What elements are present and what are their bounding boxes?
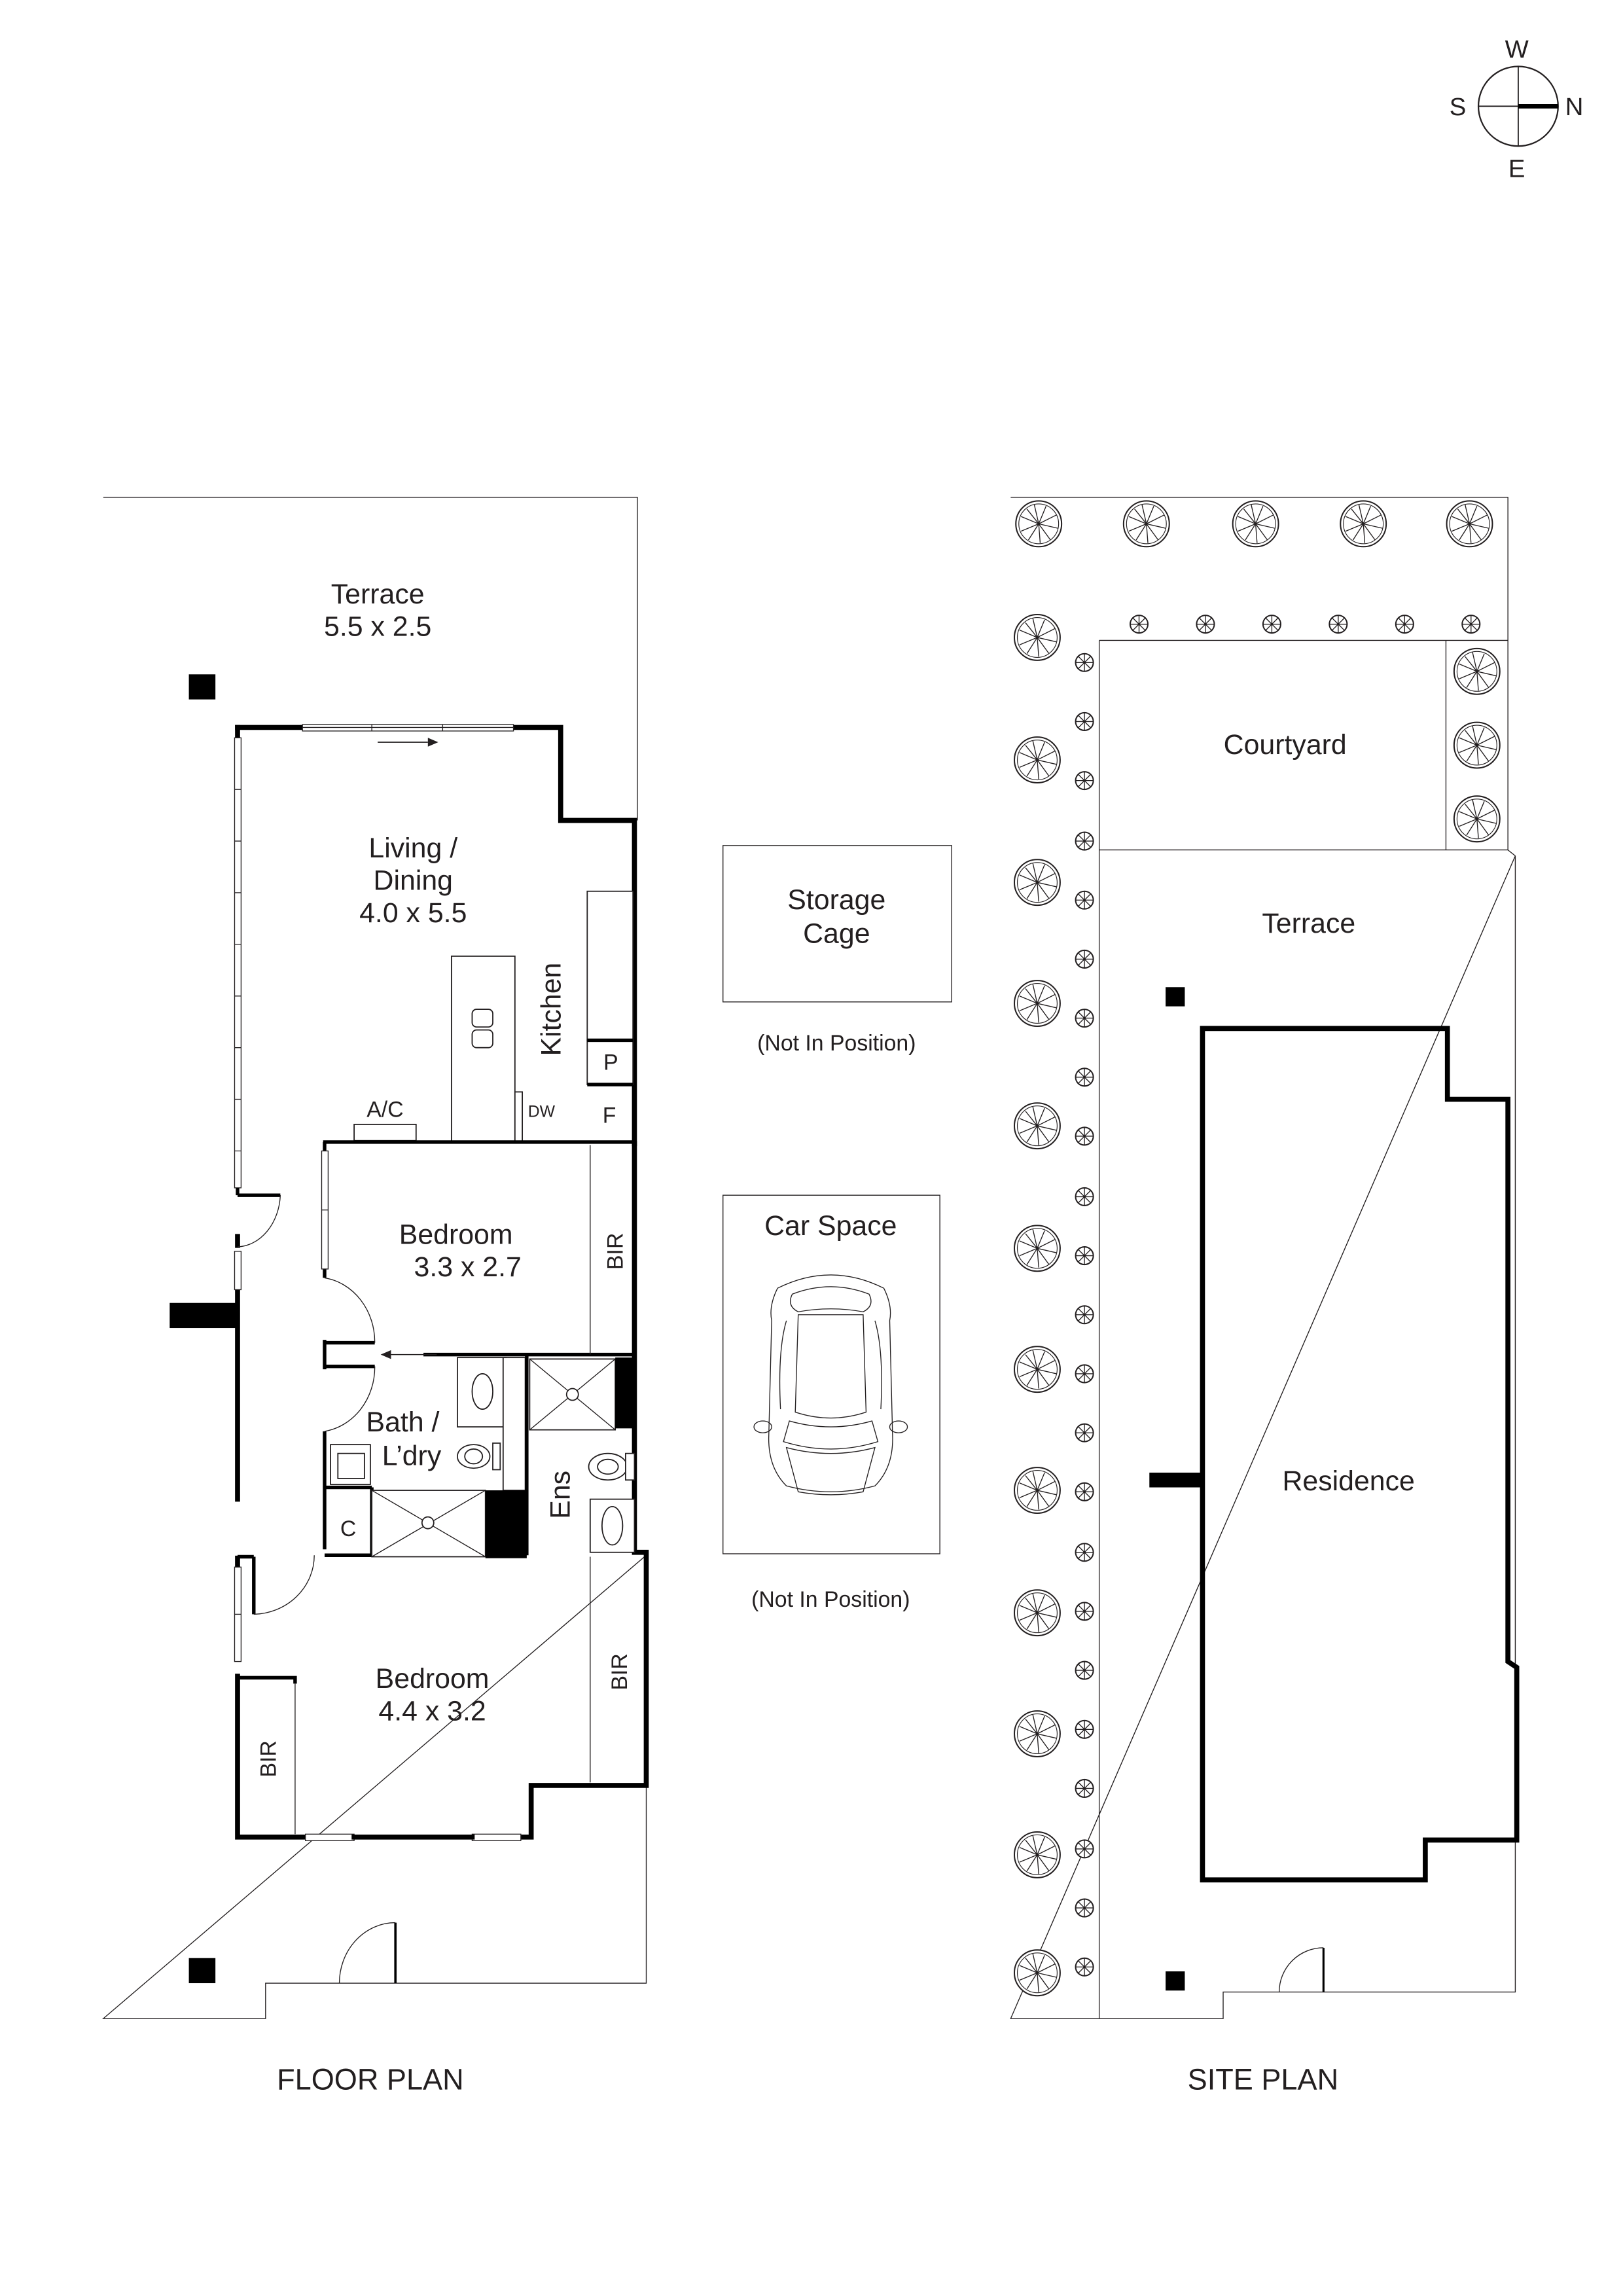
car-space-label: Car Space (764, 1210, 897, 1242)
compass: W S N E (1450, 35, 1584, 183)
pantry-label: P (603, 1050, 618, 1075)
bir1-label: BIR (603, 1233, 628, 1270)
entry-door-swing (237, 1195, 281, 1247)
living-size: 4.0 x 5.5 (359, 897, 467, 929)
cupboard-label: C (340, 1516, 356, 1541)
floor-plan: Living / Dining 4.0 x 5.5 Terrace 5.5 x … (101, 497, 649, 2096)
living-window[interactable] (234, 737, 242, 1189)
residence-entry-tab (1149, 1472, 1203, 1488)
entry-wall-tab (169, 1302, 238, 1329)
car-icon (753, 1274, 908, 1496)
shrubs-left (1075, 653, 1094, 1977)
fridge-label: F (603, 1103, 616, 1128)
bir3-label: BIR (257, 1740, 281, 1777)
trees-courtyard-right (1453, 647, 1501, 843)
compass-south: S (1450, 93, 1467, 121)
site-plan-caption: SITE PLAN (1188, 2062, 1338, 2096)
column-bottom (188, 1958, 216, 1984)
bir2-label: BIR (607, 1653, 632, 1690)
residence-label: Residence (1282, 1465, 1414, 1497)
bedroom1-label: Bedroom (376, 1663, 490, 1695)
bedroom1-window-2 (471, 1833, 522, 1841)
storage-note: (Not In Position) (757, 1031, 916, 1056)
residence-outline (1200, 1026, 1520, 1883)
terrace-label: Terrace (331, 579, 425, 610)
ac-unit (353, 1124, 417, 1141)
courtyard-label: Courtyard (1224, 729, 1347, 761)
site-column-bottom (1166, 1971, 1185, 1991)
site-gate-swing (1279, 1947, 1324, 1992)
site-column-top (1166, 987, 1185, 1007)
shrubs-top (1129, 615, 1481, 634)
sink-icon (471, 1009, 493, 1028)
bedroom1-door-swing (253, 1555, 315, 1615)
gate-door-swing (338, 1922, 396, 1984)
slide-arrow-icon (427, 738, 438, 747)
compass-east: E (1508, 155, 1525, 183)
storage-cage: Storage Cage (Not In Position) (722, 845, 952, 1056)
terrace-outline (101, 497, 647, 2019)
car-space: Car Space (Not In Position) (722, 1194, 940, 1612)
ensuite-label: Ens (544, 1471, 576, 1519)
storage-cage-box (722, 845, 952, 1003)
trees-top (1015, 500, 1493, 548)
car-space-note: (Not In Position) (751, 1587, 910, 1612)
bath-duct (485, 1490, 527, 1558)
kitchen-label: Kitchen (536, 963, 567, 1056)
pantry (586, 1039, 634, 1085)
bedroom2-door-swing (324, 1277, 376, 1343)
bath-label-2: L’dry (382, 1441, 442, 1472)
site-plan: Courtyard Terrace Residence (1010, 497, 1520, 2096)
ensuite-duct (615, 1357, 635, 1429)
kitchen-island (450, 956, 516, 1143)
dishwasher (514, 1091, 524, 1143)
dishwasher-label: DW (528, 1103, 556, 1121)
living-label-2: Dining (374, 865, 453, 896)
bath-label-1: Bath / (366, 1407, 440, 1438)
car-space-box (722, 1194, 940, 1554)
bedroom1-size: 4.4 x 3.2 (378, 1696, 486, 1727)
kitchen-counter (586, 890, 634, 1041)
terrace-size: 5.5 x 2.5 (324, 611, 431, 643)
trees-left (1013, 613, 1061, 1997)
entry-side-window (234, 1251, 242, 1291)
storage-label-1: Storage (787, 884, 885, 916)
compass-west: W (1505, 35, 1529, 63)
floor-plan-caption: FLOOR PLAN (277, 2062, 464, 2096)
storage-label-2: Cage (803, 918, 870, 950)
bedroom2-size: 3.3 x 2.7 (414, 1251, 522, 1283)
bedroom1-window-1 (305, 1833, 355, 1841)
ac-label: A/C (366, 1098, 403, 1122)
bedroom2-label: Bedroom (399, 1219, 513, 1251)
living-label-1: Living / (368, 833, 457, 864)
column-top (188, 674, 216, 700)
site-terrace-label: Terrace (1262, 908, 1355, 939)
bath-slide-arrow-icon (380, 1350, 391, 1359)
compass-north: N (1565, 93, 1584, 121)
